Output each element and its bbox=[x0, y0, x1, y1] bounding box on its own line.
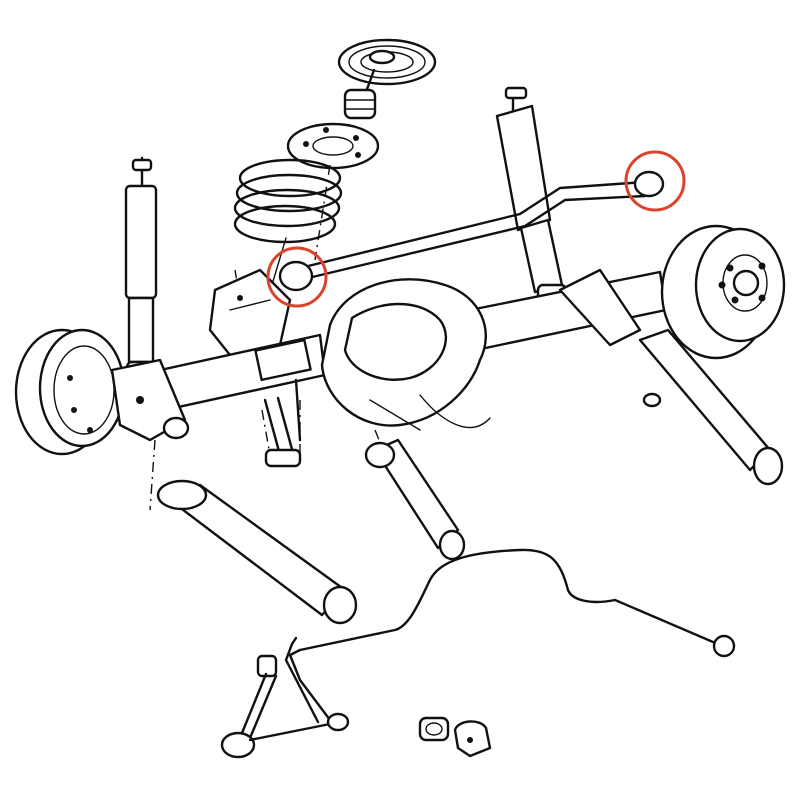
callout-circle-track-bar-axle-bushing bbox=[266, 246, 328, 308]
stabilizer-link-lower bbox=[220, 654, 350, 759]
right-brake-drum bbox=[660, 224, 786, 360]
right-lower-control-arm bbox=[558, 268, 784, 486]
left-upper-control-arm bbox=[364, 438, 466, 561]
left-brake-drum bbox=[14, 328, 126, 456]
left-axle-bracket bbox=[110, 358, 190, 442]
right-shock-absorber bbox=[495, 86, 568, 303]
left-shock-absorber bbox=[124, 156, 158, 378]
stabilizer-bar-bushing bbox=[418, 716, 450, 742]
callout-circles bbox=[266, 150, 686, 308]
spring-isolator-plate bbox=[286, 122, 380, 170]
jounce-bumper bbox=[343, 68, 377, 120]
spring-upper-seat bbox=[337, 38, 437, 86]
stabilizer-bar bbox=[284, 548, 736, 724]
stabilizer-link-upper bbox=[263, 378, 302, 468]
stabilizer-bar-clamp bbox=[453, 720, 492, 758]
track-bar bbox=[278, 170, 665, 292]
callout-circle-track-bar-frame-bushing bbox=[624, 150, 686, 212]
frame-bracket bbox=[208, 268, 292, 357]
differential-housing bbox=[320, 278, 491, 431]
left-lower-control-arm bbox=[156, 479, 358, 625]
